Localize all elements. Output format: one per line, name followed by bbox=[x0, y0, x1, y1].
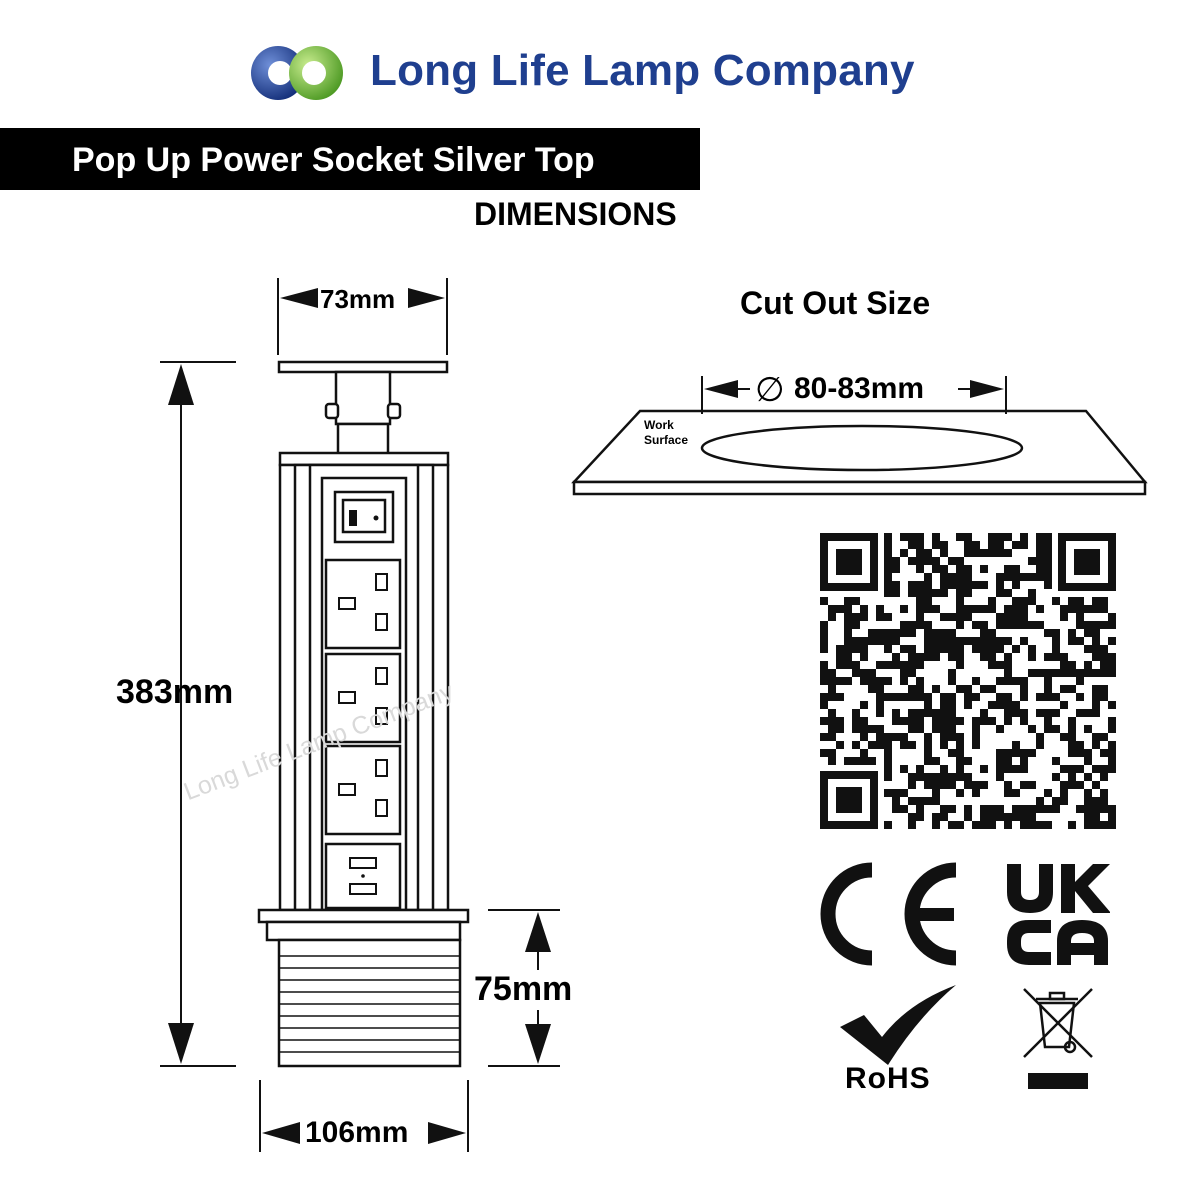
ukca-mark-icon bbox=[1007, 864, 1110, 965]
work-surface-label-line2: Surface bbox=[644, 433, 689, 447]
top-width-label: 73mm bbox=[320, 284, 396, 314]
product-title: Pop Up Power Socket Silver Top bbox=[72, 141, 595, 179]
diameter-symbol: ∅ bbox=[755, 371, 785, 409]
brand-logo bbox=[251, 46, 343, 100]
socket-diagram bbox=[160, 278, 560, 1152]
title-bar bbox=[0, 128, 700, 190]
height-label: 383mm bbox=[116, 673, 234, 711]
cutout-diameter-label: 80-83mm bbox=[794, 372, 925, 405]
work-surface-label-line1: Work bbox=[644, 418, 674, 432]
rohs-check-icon bbox=[840, 985, 956, 1065]
base-width-label: 106mm bbox=[305, 1116, 409, 1149]
qr-code-icon bbox=[820, 533, 1116, 829]
ce-mark-icon bbox=[820, 862, 957, 966]
rohs-label: RoHS bbox=[845, 1062, 931, 1095]
base-height-label: 75mm bbox=[474, 970, 573, 1008]
brand-name: Long Life Lamp Company bbox=[370, 46, 915, 95]
dimensions-heading: DIMENSIONS bbox=[474, 196, 677, 232]
cutout-diagram bbox=[571, 376, 1148, 496]
cutout-title: Cut Out Size bbox=[740, 285, 931, 321]
crossed-out-bin-icon bbox=[1023, 988, 1093, 1089]
